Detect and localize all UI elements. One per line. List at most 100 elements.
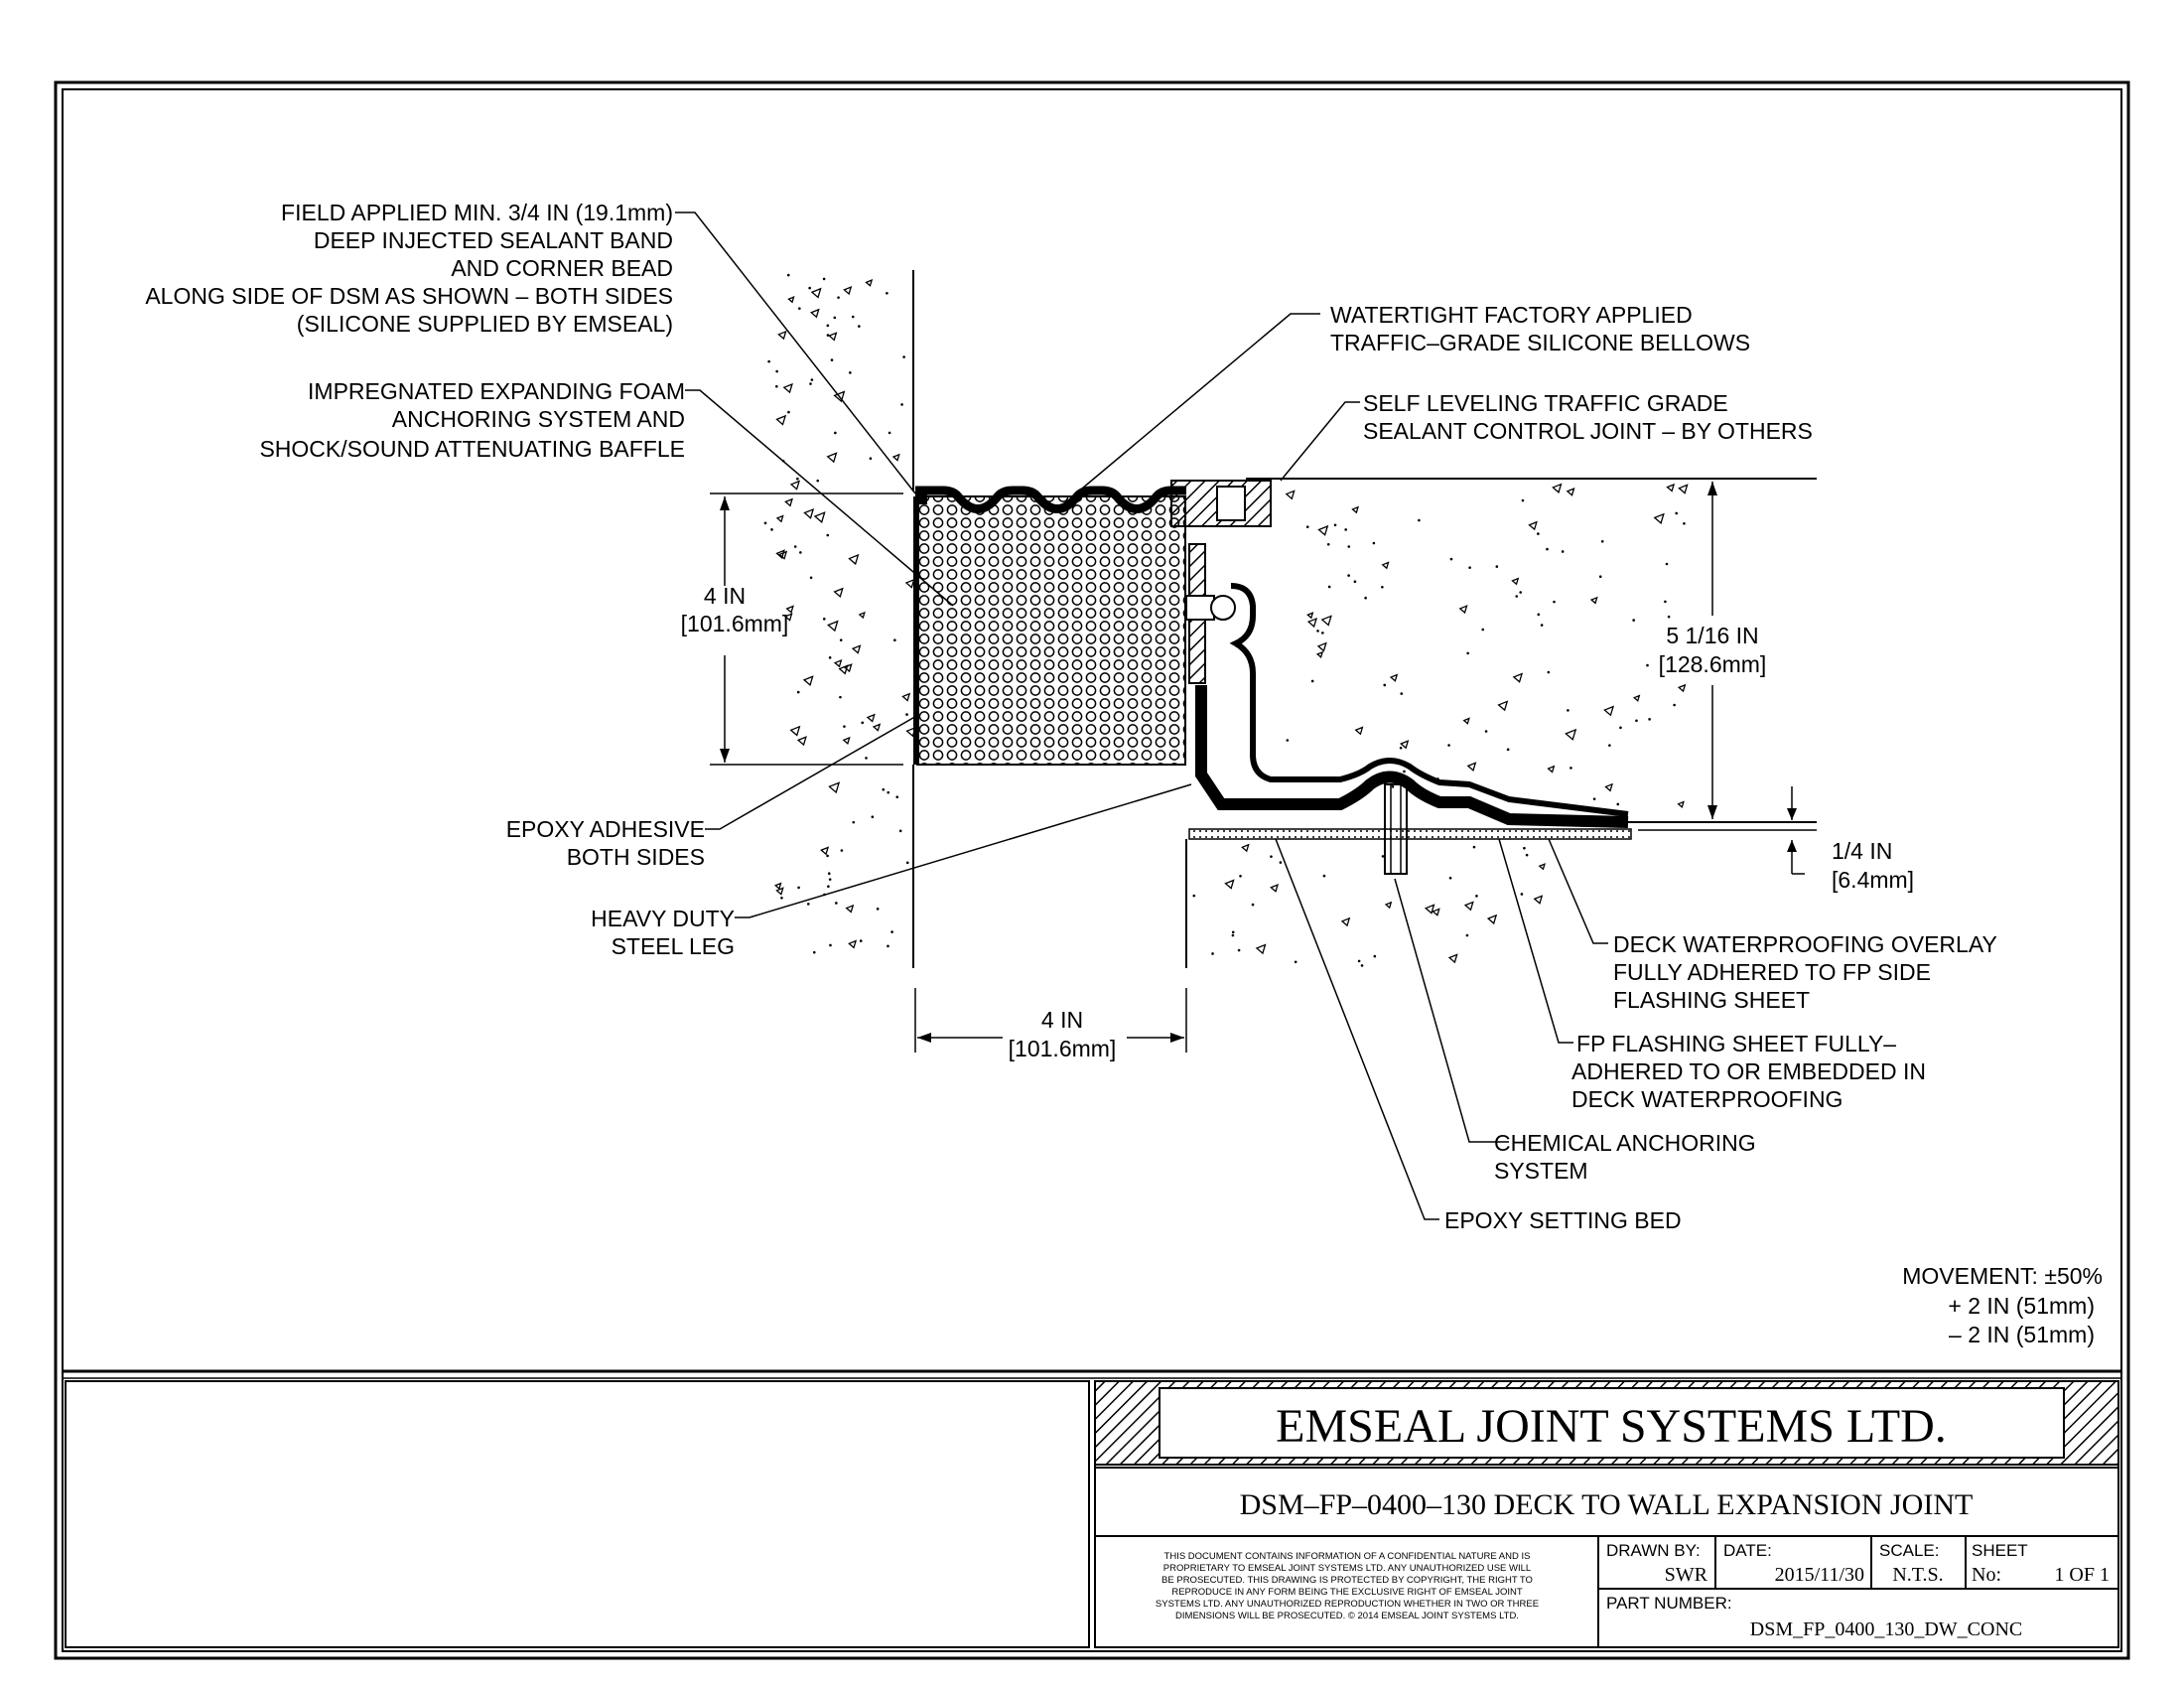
aggregate-mark — [839, 695, 842, 699]
aggregate-mark — [1566, 487, 1575, 496]
aggregate-mark — [808, 286, 811, 290]
drawn-by-value: SWR — [1665, 1564, 1708, 1586]
aggregate-mark — [1399, 746, 1403, 750]
svg-text:EPOXY SETTING BED: EPOXY SETTING BED — [1444, 1207, 1682, 1233]
aggregate-mark — [1360, 964, 1364, 967]
aggregate-mark — [828, 656, 832, 659]
svg-text:ALONG SIDE OF DSM AS SHOWN – B: ALONG SIDE OF DSM AS SHOWN – BOTH SIDES — [145, 283, 673, 309]
aggregate-mark — [1678, 484, 1689, 494]
aggregate-mark — [1497, 700, 1509, 712]
aggregate-mark — [783, 613, 793, 622]
aggregate-mark — [1475, 895, 1478, 898]
aggregate-mark — [905, 861, 909, 865]
aggregate-mark — [1383, 683, 1387, 687]
svg-text:THIS DOCUMENT CONTAINS INFORMA: THIS DOCUMENT CONTAINS INFORMATION OF A … — [1164, 1551, 1531, 1562]
aggregate-mark — [1403, 770, 1406, 774]
aggregate-mark — [1533, 895, 1544, 905]
deck-aggregate — [1192, 483, 1689, 967]
aggregate-mark — [828, 332, 838, 342]
dim-left-label-2: [101.6mm] — [681, 611, 789, 636]
title-block — [1094, 1380, 2119, 1648]
aggregate-mark — [1608, 744, 1611, 747]
aggregate-mark — [1472, 845, 1476, 849]
aggregate-mark — [861, 721, 865, 725]
aggregate-mark — [1515, 595, 1519, 598]
aggregate-mark — [833, 390, 846, 403]
aggregate-mark — [1632, 619, 1635, 622]
aggregate-mark — [1677, 683, 1687, 693]
aggregate-mark — [813, 511, 826, 523]
aggregate-mark — [1400, 692, 1404, 695]
aggregate-mark — [787, 410, 790, 414]
aggregate-mark — [895, 795, 899, 799]
aggregate-mark — [1466, 762, 1477, 772]
aggregate-mark — [1589, 596, 1598, 605]
aggregate-mark — [1447, 744, 1450, 747]
aggregate-mark — [1192, 894, 1196, 898]
aggregate-mark — [1320, 615, 1332, 627]
aggregate-mark — [901, 692, 911, 702]
epoxy-setting-bed — [1188, 828, 1632, 840]
aggregate-mark — [1306, 617, 1318, 629]
aggregate-mark — [1481, 628, 1485, 632]
dim-left-label-1: 4 IN — [704, 583, 746, 609]
svg-text:ADHERED TO OR EMBEDDED IN: ADHERED TO OR EMBEDDED IN — [1571, 1058, 1926, 1084]
aggregate-mark — [848, 939, 858, 949]
aggregate-mark — [866, 713, 876, 723]
part-number-value: DSM_FP_0400_130_DW_CONC — [1750, 1618, 2022, 1640]
leg-bolt — [1185, 595, 1215, 621]
aggregate-mark — [1673, 703, 1676, 707]
aggregate-mark — [1306, 612, 1314, 620]
aggregate-mark — [865, 279, 874, 287]
aggregate-mark — [1286, 739, 1290, 742]
aggregate-mark — [1552, 483, 1563, 493]
aggregate-mark — [851, 644, 862, 654]
aggregate-mark — [1677, 800, 1685, 809]
aggregate-mark — [843, 286, 853, 296]
svg-text:DECK WATERPROOFING OVERLAY: DECK WATERPROOFING OVERLAY — [1613, 931, 1997, 957]
aggregate-mark — [1389, 673, 1399, 682]
date-label: DATE: — [1723, 1541, 1772, 1560]
scale-label: SCALE: — [1879, 1541, 1939, 1560]
aggregate-mark — [1381, 561, 1390, 570]
aggregate-mark — [780, 896, 783, 900]
aggregate-mark — [1270, 884, 1280, 893]
aggregate-mark — [835, 902, 838, 905]
svg-text:FP FLASHING SHEET FULLY–: FP FLASHING SHEET FULLY– — [1576, 1031, 1896, 1056]
aggregate-mark — [1664, 600, 1667, 604]
aggregate-mark — [1270, 855, 1273, 858]
callout-heavy-duty-leg: HEAVY DUTY STEEL LEG — [591, 906, 735, 959]
aggregate-mark — [1547, 765, 1556, 774]
aggregate-mark — [872, 723, 882, 732]
aggregate-mark — [830, 358, 834, 361]
aggregate-mark — [1683, 521, 1686, 525]
aggregate-mark — [1418, 518, 1421, 522]
aggregate-mark — [1635, 719, 1638, 723]
svg-text:SYSTEMS LTD. ANY UNAUTHORIZED: SYSTEMS LTD. ANY UNAUTHORIZED REPRODUCTI… — [1156, 1599, 1539, 1610]
aggregate-mark — [1598, 575, 1602, 578]
aggregate-mark — [1316, 630, 1319, 633]
aggregate-mark — [803, 507, 815, 519]
aggregate-mark — [1506, 748, 1510, 752]
aggregate-mark — [799, 551, 802, 554]
aggregate-mark — [1538, 863, 1546, 871]
aggregate-mark — [1317, 524, 1329, 536]
aggregate-mark — [1340, 916, 1351, 927]
aggregate-mark — [1512, 672, 1524, 683]
aggregate-mark — [1344, 528, 1347, 531]
aggregate-mark — [1511, 577, 1520, 586]
silicone-bellows — [915, 486, 1186, 513]
aggregate-mark — [806, 903, 810, 906]
aggregate-mark — [770, 528, 773, 531]
callout-chemical-anchoring: CHEMICAL ANCHORING SYSTEM — [1494, 1130, 1756, 1184]
aggregate-mark — [1565, 728, 1577, 741]
aggregate-mark — [789, 725, 801, 737]
aggregate-mark — [833, 587, 844, 598]
svg-text:FIELD APPLIED MIN. 3/4 IN (19.: FIELD APPLIED MIN. 3/4 IN (19.1mm) — [281, 200, 673, 225]
part-number-label: PART NUMBER: — [1606, 1594, 1732, 1613]
aggregate-mark — [1364, 596, 1367, 600]
aggregate-mark — [763, 521, 767, 525]
aggregate-mark — [816, 479, 820, 483]
aggregate-mark — [1465, 933, 1469, 937]
aggregate-mark — [784, 497, 793, 507]
